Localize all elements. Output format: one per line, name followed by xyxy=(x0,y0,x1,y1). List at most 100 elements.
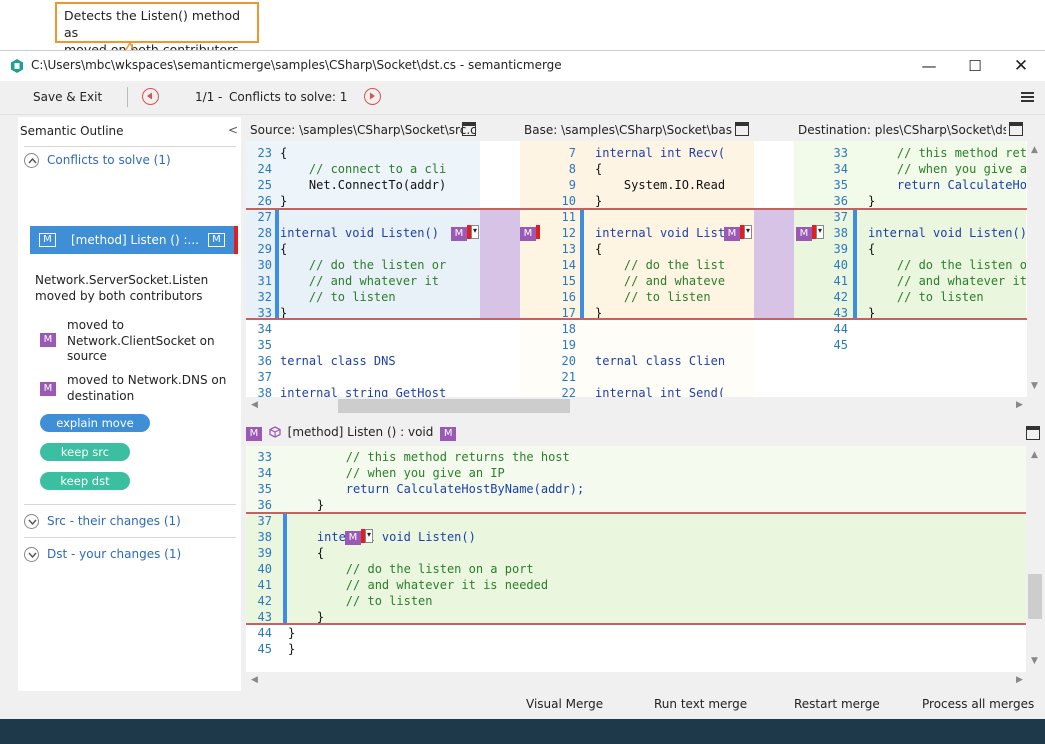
dst-changes-section-label: Dst - your changes (1) xyxy=(47,547,182,561)
source-code-line: // connect to a cli xyxy=(280,162,447,176)
destination-line-number: 37 xyxy=(833,210,848,224)
base-line-number: 10 xyxy=(561,194,576,208)
maximize-button[interactable]: ☐ xyxy=(968,57,982,75)
result-line-number: 41 xyxy=(257,578,272,592)
scroll-right-icon[interactable]: ▶ xyxy=(1016,675,1023,685)
conflicts-section-toggle[interactable]: Conflicts to solve (1) xyxy=(24,153,171,168)
scroll-left-icon[interactable]: ◀ xyxy=(251,400,258,410)
base-maximize-button[interactable] xyxy=(735,122,749,136)
scroll-right-icon[interactable]: ▶ xyxy=(1016,400,1023,410)
base-code-line: { xyxy=(595,242,603,256)
result-horizontal-scrollbar[interactable]: ◀ ▶ xyxy=(246,672,1036,690)
dst-move-detail-line-1: moved to Network.DNS on xyxy=(67,373,227,387)
scrollbar-thumb[interactable] xyxy=(1028,574,1042,619)
close-button[interactable]: ✕ xyxy=(1013,56,1029,76)
three-way-horizontal-scrollbar[interactable]: ◀ ▶ xyxy=(246,397,1036,415)
base-code-line xyxy=(595,369,725,385)
result-line-number: 33 xyxy=(257,450,272,464)
destination-move-badge: M xyxy=(796,227,812,241)
keep-dst-button[interactable]: keep dst xyxy=(40,472,130,490)
conflict-index-separator: - xyxy=(218,90,223,104)
result-maximize-button[interactable] xyxy=(1026,426,1040,440)
dropdown-icon: ▾ xyxy=(471,225,479,239)
source-block-above xyxy=(246,141,480,213)
destination-maximize-button[interactable] xyxy=(1009,122,1023,136)
destination-move-marker[interactable]: M▾ xyxy=(796,225,824,241)
destination-code-line: } xyxy=(868,306,876,320)
outline-title: Semantic Outline xyxy=(20,124,124,138)
result-line-number: 38 xyxy=(257,530,272,544)
destination-code-line xyxy=(868,209,1026,225)
base-line-number: 8 xyxy=(568,162,576,176)
source-code-line: } xyxy=(280,194,288,208)
result-vertical-scrollbar[interactable]: ▲ ▼ xyxy=(1027,446,1043,672)
base-line-number: 19 xyxy=(561,338,576,352)
collapse-outline-button[interactable]: < xyxy=(228,123,239,137)
run-text-merge-button[interactable]: Run text merge xyxy=(654,697,748,711)
base-line-number: 20 xyxy=(561,354,576,368)
keep-src-button[interactable]: keep src xyxy=(40,443,130,461)
base-conflict-block xyxy=(520,209,754,319)
base-code-line: // and whateve xyxy=(595,274,725,288)
scroll-left-icon[interactable]: ◀ xyxy=(251,675,258,685)
scrollbar-thumb[interactable] xyxy=(338,399,570,413)
source-line-number: 37 xyxy=(257,370,272,384)
process-all-merges-button[interactable]: Process all merges xyxy=(922,697,1035,711)
base-code-line xyxy=(595,209,725,225)
base-move-marker-right[interactable]: M▾ xyxy=(724,225,752,241)
hamburger-menu-icon[interactable] xyxy=(1021,91,1034,103)
conflict-marker xyxy=(234,226,238,254)
scroll-down-icon[interactable]: ▼ xyxy=(1031,656,1038,666)
explain-move-button[interactable]: explain move xyxy=(40,414,150,432)
base-line-number: 22 xyxy=(561,386,576,400)
destination-line-number: 40 xyxy=(833,258,848,272)
base-block-below xyxy=(520,319,754,397)
next-conflict-button[interactable] xyxy=(364,88,381,105)
source-code-line: internal string GetHost xyxy=(280,386,447,400)
base-line-number: 18 xyxy=(561,322,576,336)
three-way-vertical-scrollbar[interactable]: ▲ ▼ xyxy=(1027,141,1043,397)
destination-code-line: // do the listen on xyxy=(868,258,1026,272)
dst-changes-section-toggle[interactable]: Dst - your changes (1) xyxy=(24,547,181,562)
src-move-detail-line-2: Network.ClientSocket on xyxy=(67,333,215,348)
result-move-marker[interactable]: M▾ xyxy=(345,529,373,545)
scroll-up-icon[interactable]: ▲ xyxy=(1031,145,1038,155)
source-pane-title: Source: \samples\CSharp\Socket\src.cs xyxy=(250,123,476,137)
src-changes-section-toggle[interactable]: Src - their changes (1) xyxy=(24,514,181,529)
scroll-down-icon[interactable]: ▼ xyxy=(1031,381,1038,391)
base-line-number: 17 xyxy=(561,306,576,320)
conflict-item-label: [method] Listen () :... xyxy=(71,233,199,247)
source-pane-header: Source: \samples\CSharp\Socket\src.cs xyxy=(246,119,476,141)
restart-merge-button[interactable]: Restart merge xyxy=(794,697,880,711)
source-line-number: 33 xyxy=(257,306,272,320)
base-pane-title: Base: \samples\CSharp\Socket\base.cs xyxy=(524,123,732,137)
result-line-number: 36 xyxy=(257,498,272,512)
conflict-item-listen[interactable]: M [method] Listen () :... M xyxy=(30,226,234,254)
destination-line-number: 42 xyxy=(833,290,848,304)
source-maximize-button[interactable] xyxy=(462,122,476,136)
destination-line-number: 36 xyxy=(833,194,848,208)
source-line-number: 23 xyxy=(257,146,272,160)
destination-line-number: 33 xyxy=(833,146,848,160)
result-change-bar xyxy=(283,513,287,623)
result-pane-title: [method] Listen () : void xyxy=(287,425,434,439)
minimize-button[interactable]: — xyxy=(921,57,937,75)
destination-code-line: // when you give an xyxy=(868,162,1026,176)
save-exit-button[interactable]: Save & Exit xyxy=(33,90,103,104)
destination-pane-title: Destination: ples\CSharp\Socket\dst.cs xyxy=(798,123,1006,137)
visual-merge-button[interactable]: Visual Merge xyxy=(526,697,604,711)
source-code-line: Net.ConnectTo(addr) xyxy=(280,178,447,192)
destination-code-line: // to listen xyxy=(868,290,984,304)
base-move-marker-left[interactable]: M xyxy=(520,225,540,241)
result-line-number: 42 xyxy=(257,594,272,608)
source-code-line xyxy=(280,321,480,337)
divider xyxy=(24,504,236,505)
toolbar-divider xyxy=(127,87,128,107)
previous-conflict-button[interactable] xyxy=(142,88,159,105)
conflict-end-line xyxy=(246,318,1036,320)
source-move-marker[interactable]: M▾ xyxy=(451,225,479,241)
scroll-up-icon[interactable]: ▲ xyxy=(1031,450,1038,460)
